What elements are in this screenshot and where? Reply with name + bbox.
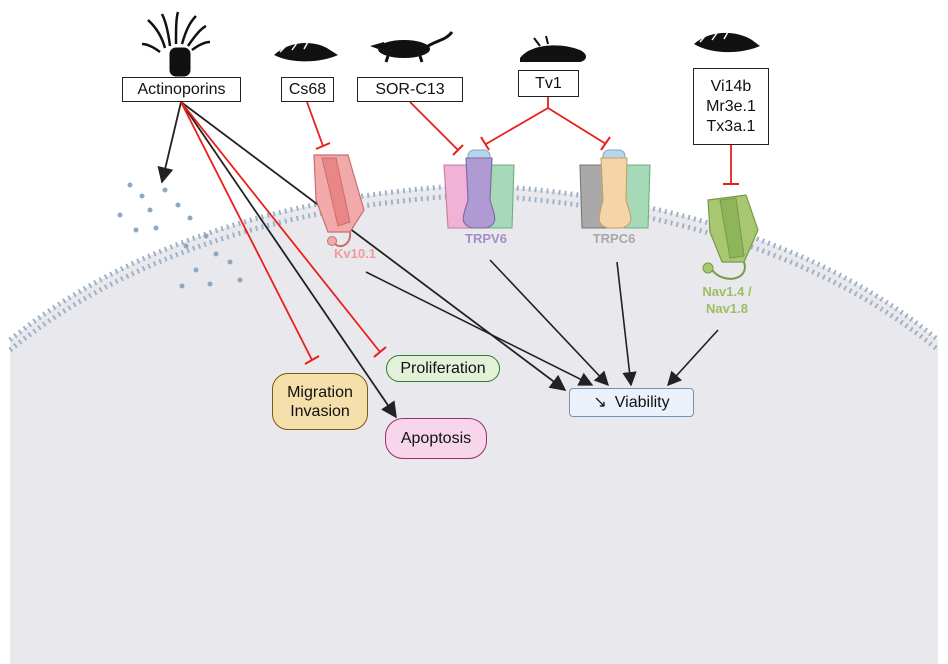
- trpv6-label: TRPV6: [465, 231, 507, 246]
- inhibit-actinoporins-proliferation: [180, 101, 381, 353]
- cone-snail-icon-cs68: [274, 41, 338, 62]
- membrane-outer: [8, 182, 940, 342]
- arrow-trpc6-viability: [616, 261, 637, 387]
- arrow-kv101-viability: [365, 271, 594, 386]
- inhibit-bar-migration: [304, 355, 320, 365]
- inhibit-bar-tv1-trpv6: [480, 136, 490, 151]
- nav-channel-icon: [702, 194, 759, 280]
- viability-label: Viability: [614, 394, 670, 411]
- apoptosis-box: Apoptosis: [385, 418, 487, 459]
- nav18-label: Nav1.8: [706, 301, 748, 316]
- cone-snail-icon-vi14b: [694, 31, 760, 53]
- proliferation-box: Proliferation: [386, 355, 500, 382]
- arrow-actinoporins-apoptosis: [180, 101, 397, 419]
- arrow-actinoporins-membrane: [157, 101, 182, 184]
- inhibit-bar-proliferation: [373, 346, 387, 358]
- trpc6-channel-icon: [579, 149, 651, 229]
- inhibit-bar-sorc13: [452, 144, 464, 156]
- inhibit-cs68-kv101: [306, 101, 324, 147]
- kv101-channel-icon: [313, 154, 365, 248]
- mr3e1-label: Mr3e.1: [706, 97, 756, 115]
- cs68-box: Cs68: [281, 77, 334, 102]
- arrow-actinoporins-viability: [180, 101, 567, 391]
- invasion-label: Invasion: [290, 402, 350, 420]
- trpc6-label: TRPC6: [593, 231, 636, 246]
- nav14-label: Nav1.4 /: [702, 284, 752, 299]
- actinoporins-box: Actinoporins: [122, 77, 241, 102]
- inhibit-tv1-trpc6: [547, 107, 607, 145]
- vi14b-label: Vi14b: [710, 77, 752, 95]
- inhibit-tv1-trpv6: [485, 107, 549, 145]
- inhibit-bar-tv1-trpc6: [600, 136, 611, 151]
- sea-anemone-icon: [141, 11, 211, 77]
- tx3a1-label: Tx3a.1: [706, 117, 756, 135]
- viability-decrease-icon: ↘: [593, 394, 607, 411]
- tv1-box: Tv1: [518, 70, 579, 97]
- sorc13-box: SOR-C13: [357, 77, 463, 102]
- membrane-inner: [8, 192, 940, 352]
- pore-lipids: [117, 182, 243, 289]
- viability-box: ↘ Viability: [569, 388, 694, 417]
- shrew-icon: [370, 31, 454, 63]
- arrow-trpv6-viability: [489, 259, 609, 387]
- inhibit-sorc13-trpv6: [409, 101, 459, 151]
- vi14b-box: Vi14b Mr3e.1 Tx3a.1: [693, 68, 769, 145]
- kv101-label: Kv10.1: [334, 246, 376, 261]
- migration-invasion-box: Migration Invasion: [272, 373, 368, 430]
- arrow-nav-viability: [667, 329, 719, 387]
- trpv6-channel-icon: [443, 149, 515, 229]
- inhibit-bar-kv101: [315, 142, 331, 150]
- slug-icon: [520, 35, 586, 62]
- migration-label: Migration: [287, 383, 353, 401]
- inhibit-actinoporins-migration: [180, 101, 313, 361]
